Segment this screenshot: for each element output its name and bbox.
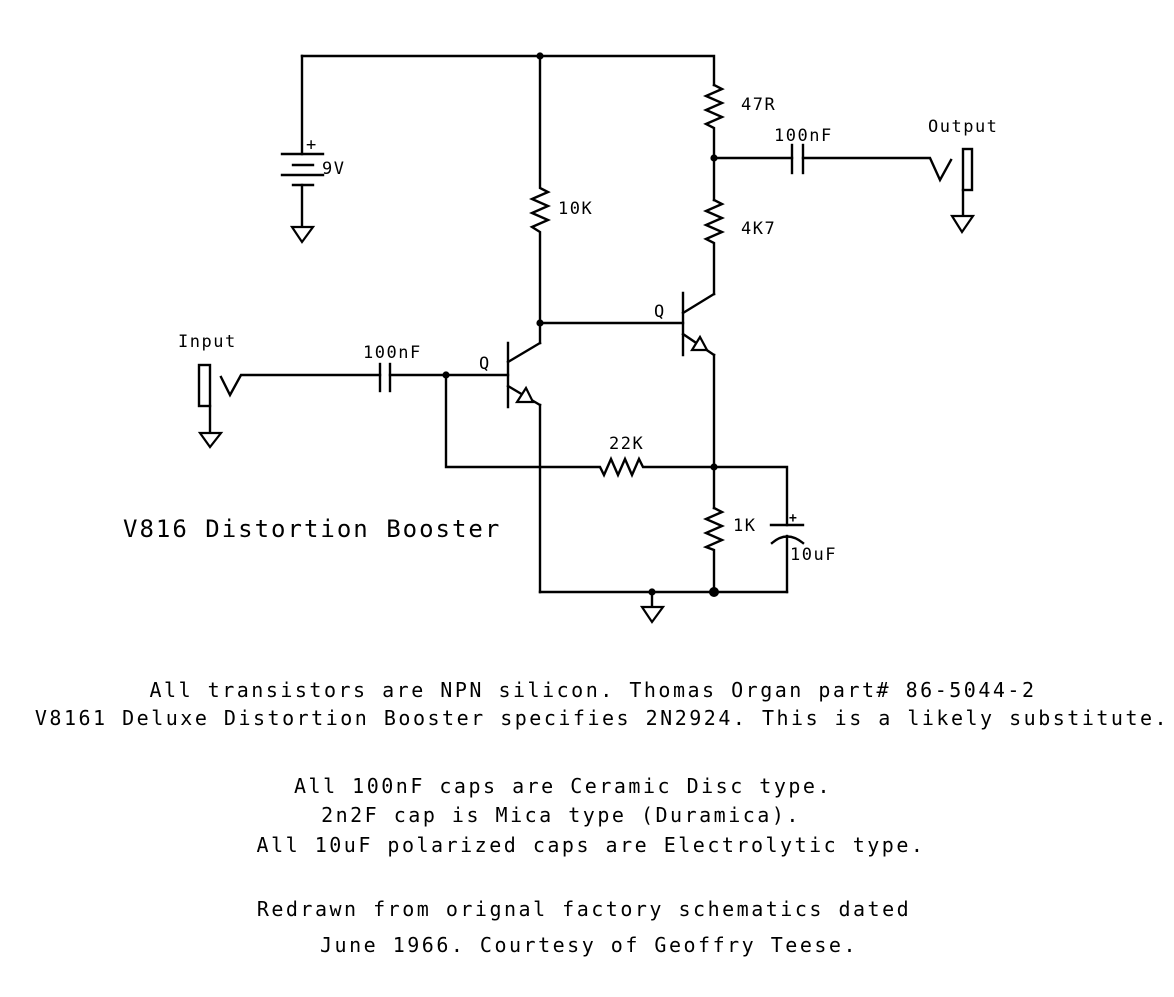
ground-icon [197, 431, 224, 449]
resistor-4k7-label: 4K7 [741, 219, 776, 239]
note-transistors-line-1: All transistors are NPN silicon. Thomas … [149, 678, 1036, 702]
output-jack-label: Output [928, 117, 998, 137]
ground-icon [950, 214, 976, 235]
resistor-47r-body [703, 83, 725, 202]
emitter-arrow-icon [690, 334, 709, 352]
input-wire [219, 373, 382, 398]
ground-icon [639, 605, 666, 624]
capacitor-10uf: + 10uF [769, 511, 837, 594]
resistor-4k7: 4K7 [703, 198, 776, 296]
input-jack: Input [178, 332, 382, 449]
resistor-22k: 22K [444, 373, 789, 527]
schematic-title: V816 Distortion Booster [123, 515, 501, 543]
jack-sleeve-icon [197, 363, 212, 408]
credits-line-1: Redrawn from orignal factory schematics … [257, 897, 911, 921]
battery-polarity-label: + [306, 135, 318, 155]
note-transistors-line-2: V8161 Deluxe Distortion Booster specifie… [35, 706, 1169, 730]
transistor-q2: Q [654, 291, 716, 510]
supply-rail [300, 54, 716, 87]
resistor-1k: 1K [702, 506, 756, 594]
capacitor-output: 100nF [712, 126, 953, 183]
note-capacitors-line-2: 2n2F cap is Mica type (Duramica). [321, 803, 801, 827]
resistor-10k-body [529, 54, 551, 345]
note-capacitors-line-1: All 100nF caps are Ceramic Disc type. [294, 774, 832, 798]
resistor-4k7-body [703, 198, 725, 296]
capacitor-input-label: 100nF [363, 343, 422, 363]
output-wire [801, 156, 953, 183]
resistor-47r: 47R [703, 83, 776, 202]
capacitor-output-label: 100nF [774, 126, 833, 146]
transistor-collector [506, 341, 542, 364]
resistor-10k-label: 10K [558, 199, 593, 219]
resistor-1k-label: 1K [733, 516, 756, 536]
jack-sleeve-icon [961, 147, 974, 192]
resistor-10k: 10K [529, 54, 593, 345]
transistor-q2-label: Q [654, 302, 666, 322]
junction-dot [710, 463, 718, 471]
capacitor-polarity-label: + [789, 511, 797, 526]
transistor-q1: Q [479, 341, 542, 594]
emitter-arrow-icon [514, 385, 535, 404]
resistor-47r-label: 47R [741, 95, 776, 115]
ground-icon [289, 225, 316, 244]
transistor-collector [681, 292, 716, 315]
feedback-path [444, 373, 789, 527]
resistor-22k-label: 22K [609, 434, 644, 454]
battery-voltage-label: 9V [322, 159, 345, 179]
capacitor-10uf-label: 10uF [790, 545, 837, 565]
credits-line-2: June 1966. Courtesy of Geoffry Teese. [320, 933, 858, 957]
input-jack-label: Input [178, 332, 237, 352]
junction-dot [709, 587, 719, 597]
battery-9v: + 9V [280, 54, 345, 244]
note-capacitors-line-3: All 10uF polarized caps are Electrolytic… [257, 833, 926, 857]
output-jack: Output [928, 117, 998, 235]
resistor-1k-body [702, 506, 725, 594]
transistor-q1-label: Q [479, 354, 491, 374]
